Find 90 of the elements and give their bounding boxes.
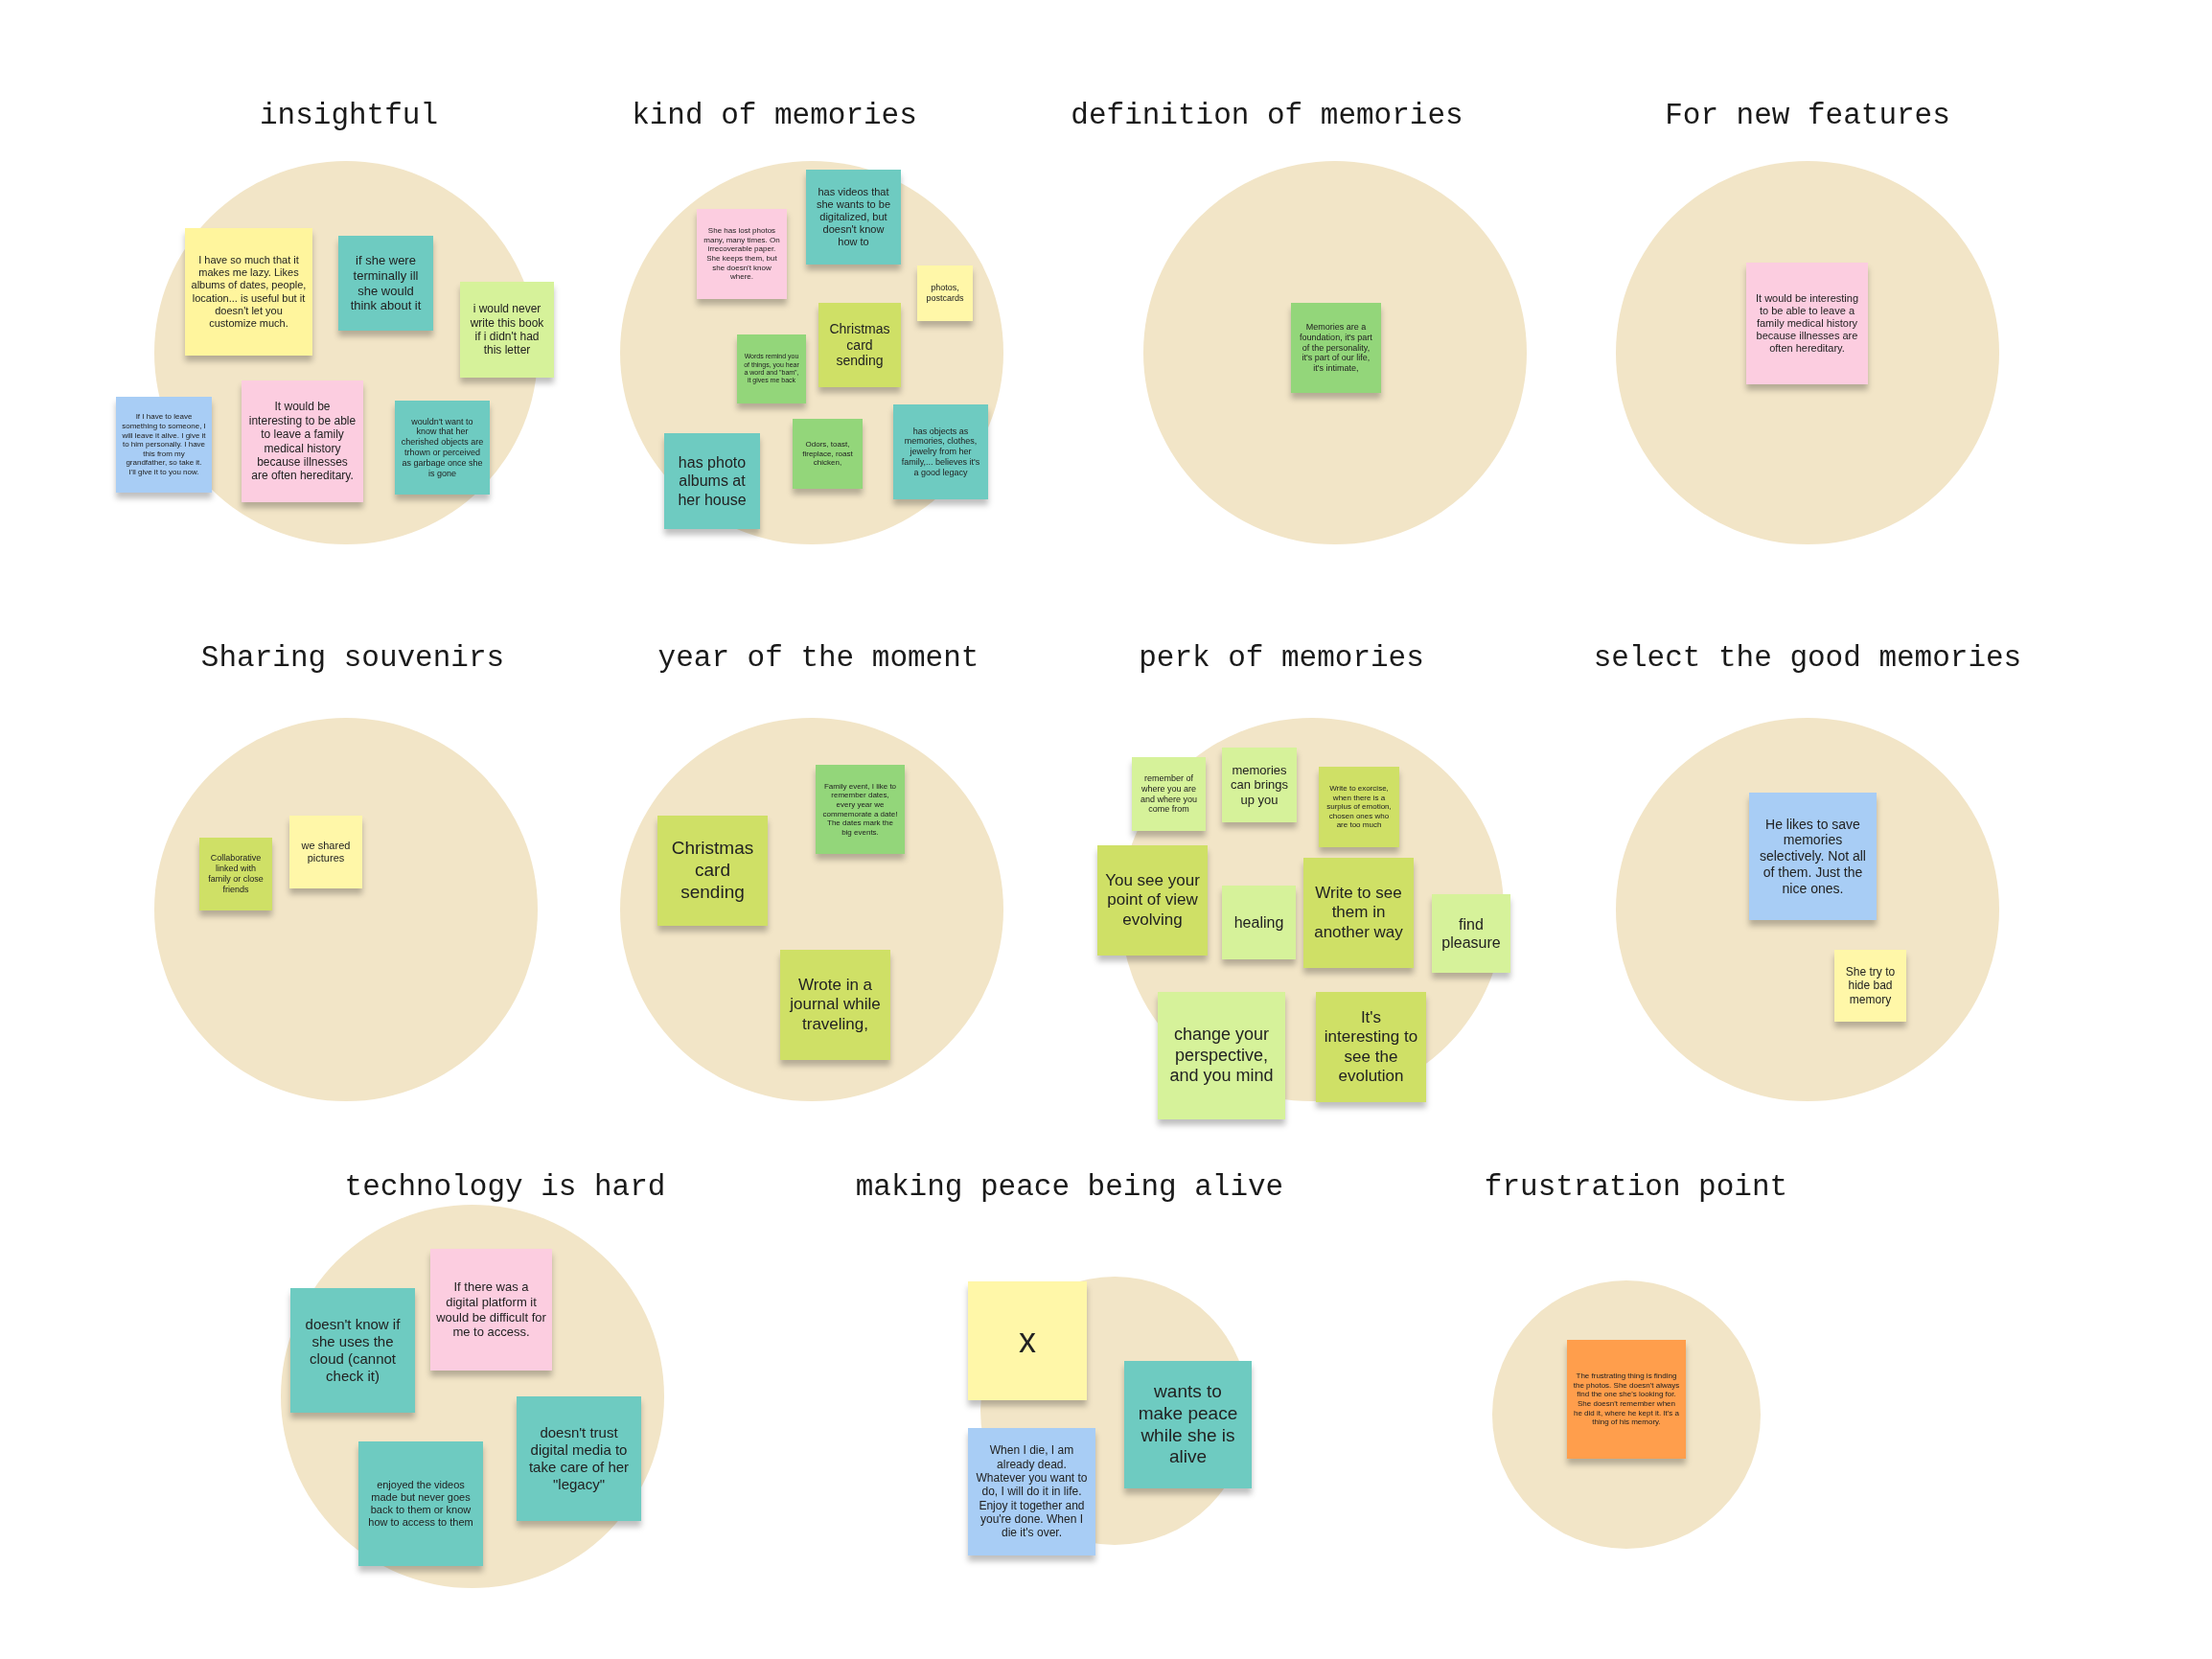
sticky-note xyxy=(737,334,806,403)
note-text: Write to see them in another way xyxy=(1313,883,1404,943)
note-text: i would never write this book if i didn't had this letter xyxy=(469,302,545,357)
sticky-note xyxy=(968,1428,1095,1555)
note-text: She try to hide bad memory xyxy=(1844,964,1897,1007)
note-text: I have so much that it makes me lazy. Likes albums of dates, people, location... is useful but it doesn't let you customize much. xyxy=(191,253,307,331)
note-text: doesn't trust digital media to take care of her "legacy" xyxy=(527,1424,631,1493)
note-text: doesn't know if she uses the cloud (cannot check it) xyxy=(304,1316,402,1385)
note-text: Memories are a foundation, it's part of the personality, it's part of our life, it's intimate, xyxy=(1299,322,1373,374)
sticky-note xyxy=(1124,1361,1252,1488)
sticky-note xyxy=(338,236,433,331)
sticky-note xyxy=(460,282,554,378)
sticky-note xyxy=(893,404,988,499)
note-text: Christmas card sending xyxy=(828,320,891,370)
sticky-note xyxy=(289,816,362,888)
sticky-note xyxy=(664,433,760,529)
cluster-title: select the good memories xyxy=(1593,641,2022,676)
sticky-note xyxy=(1834,950,1906,1022)
cluster-title: technology is hard xyxy=(344,1170,666,1205)
note-text: we shared pictures xyxy=(300,839,352,865)
sticky-note xyxy=(793,419,863,489)
note-text: Write to exorcise, when there is a surplus of emotion, chosen ones who are too much xyxy=(1325,784,1393,830)
note-text: Collaborative linked with family or close friends xyxy=(207,853,265,895)
cluster-title: For new features xyxy=(1665,99,1950,133)
note-text: You see your point of view evolving xyxy=(1104,870,1201,931)
sticky-note xyxy=(1746,263,1868,384)
sticky-note xyxy=(1316,992,1426,1102)
note-text: memories can brings up you xyxy=(1230,762,1289,808)
note-text: wants to make peace while she is alive xyxy=(1137,1380,1239,1469)
sticky-note xyxy=(1319,767,1399,847)
sticky-note xyxy=(1222,886,1296,959)
sticky-note xyxy=(517,1396,641,1521)
sticky-note xyxy=(657,816,768,926)
sticky-note xyxy=(1567,1340,1686,1459)
note-text: change your perspective, and you mind xyxy=(1168,1025,1275,1087)
sticky-note xyxy=(1158,992,1285,1119)
cluster-title: definition of memories xyxy=(1071,99,1463,133)
sticky-note xyxy=(430,1249,552,1371)
note-text: Christmas card sending xyxy=(670,838,755,904)
note-text: It's interesting to see the evolution xyxy=(1323,1007,1419,1087)
sticky-note xyxy=(395,401,490,495)
note-text: If there was a digital platform it would be difficult for me to access. xyxy=(436,1279,546,1340)
sticky-note xyxy=(816,765,905,854)
note-text: It would be interesting to be able to leave a family medical history because illnesses are often hereditary. xyxy=(247,400,357,483)
note-text: She has lost photos many, many times. On irrecoverable paper. She keeps them, but she doesn't know where. xyxy=(703,226,781,282)
sticky-note xyxy=(917,265,973,321)
sticky-note xyxy=(290,1288,415,1413)
sticky-note xyxy=(1291,303,1381,393)
sticky-note xyxy=(199,838,272,910)
note-text: wouldn't want to know that her cherished objects are trhown or perceived as garbage once she is gone xyxy=(401,416,484,479)
note-text: healing xyxy=(1233,912,1284,933)
note-text: enjoyed the videos made but never goes back to them or know how to access to them xyxy=(367,1478,474,1530)
sticky-note xyxy=(1097,845,1208,956)
sticky-note xyxy=(242,380,363,502)
note-text: It would be interesting to be able to leave a family medical history because illnesses are often hereditary. xyxy=(1755,291,1859,356)
note-text: find pleasure xyxy=(1440,914,1502,953)
cluster-title: insightful xyxy=(260,99,438,133)
note-text: When I die, I am already dead. Whatever you want to do, I will do it in life. Enjoy it together and you're done. When I die it's over. xyxy=(975,1443,1089,1540)
cluster-title: making peace being alive xyxy=(855,1170,1284,1205)
sticky-note xyxy=(1303,858,1414,968)
note-text: photos, postcards xyxy=(925,283,965,304)
sticky-note xyxy=(697,209,787,299)
note-text: has photo albums at her house xyxy=(677,453,748,509)
sticky-note xyxy=(1749,793,1877,920)
note-text: Wrote in a journal while traveling, xyxy=(788,975,882,1035)
note-text: has objects as memories, clothes, jewelry from her family,... believes it's a good legacy xyxy=(900,426,981,478)
sticky-note xyxy=(1222,748,1297,822)
cluster-title: perk of memories xyxy=(1139,641,1424,676)
note-text: Family event, I like to remember dates, every year we commemorate a date! The dates mark the big events. xyxy=(821,781,899,838)
cluster-title: kind of memories xyxy=(632,99,917,133)
note-text: The frustrating thing is finding the photos. She doesn't always find the one she's looking for. She doesn't remember when he did it, where he kept it. It's a thing of his memory. xyxy=(1573,1371,1680,1427)
cluster-title: year of the moment xyxy=(657,641,979,676)
sticky-note xyxy=(806,170,901,265)
note-text: If I have to leave something to someone, I will leave it alive. I give it to him personally. I have this from my grandfather, so take it. I'll give it to you now. xyxy=(122,412,206,477)
sticky-note xyxy=(358,1441,483,1566)
sticky-note xyxy=(1132,757,1206,831)
sticky-note xyxy=(185,228,312,356)
sticky-note xyxy=(116,397,212,493)
sticky-note xyxy=(780,950,890,1060)
note-text: has videos that she wants to be digitalized, but doesn't know how to xyxy=(815,185,891,249)
note-text: He likes to save memories selectively. Not all of them. Just the nice ones. xyxy=(1758,816,1867,897)
note-text: remember of where you are and where you come from xyxy=(1139,772,1198,816)
note-text: Odors, toast, fireplace, roast chicken, xyxy=(801,440,854,468)
note-text: if she were terminally ill she would think about it xyxy=(349,253,423,313)
sticky-note xyxy=(818,303,901,387)
sticky-note xyxy=(968,1281,1087,1400)
sticky-note xyxy=(1432,894,1510,973)
cluster-title: frustration point xyxy=(1484,1170,1788,1205)
cluster-title: Sharing souvenirs xyxy=(200,641,505,676)
note-text: x xyxy=(1019,1320,1036,1362)
